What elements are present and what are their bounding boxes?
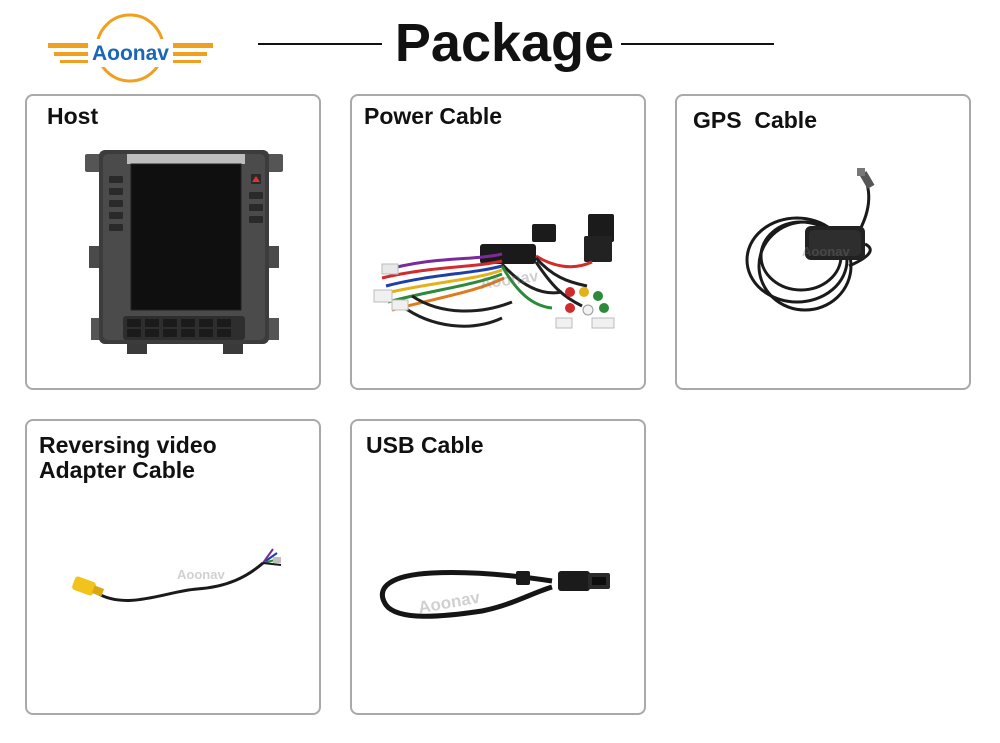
title-rule-left <box>258 43 382 45</box>
item-label: Host <box>47 103 99 129</box>
page-header: Package <box>258 4 774 82</box>
item-label: Power Cable <box>364 103 503 129</box>
power-cable-harness-image <box>373 214 615 329</box>
item-label: Reversing video Adapter Cable <box>39 432 217 483</box>
reversing-video-cable-image <box>72 548 282 602</box>
watermark-text: Aoonav <box>177 567 225 582</box>
item-label: USB Cable <box>366 432 484 458</box>
package-item-gps-cable: GPS Cable Aoonav <box>675 94 971 390</box>
brand-logo: Aoonav <box>48 8 213 88</box>
watermark-text: Aoonav <box>802 244 850 259</box>
package-item-power-cable: Power Cable <box>350 94 646 390</box>
gps-antenna-cable-image <box>745 168 875 312</box>
title-rule-right <box>621 43 774 45</box>
item-label: GPS Cable <box>693 107 817 133</box>
package-item-usb-cable: USB Cable Aoonav <box>350 419 646 715</box>
logo-emblem-icon <box>48 13 213 83</box>
usb-cable-image <box>379 569 610 619</box>
package-item-host: Host <box>25 94 321 390</box>
page-title: Package <box>394 13 615 73</box>
logo-text: Aoonav <box>91 42 169 65</box>
head-unit-image <box>85 150 283 354</box>
package-item-reversing-video-cable: Reversing video Adapter Cable Aoonav <box>25 419 321 715</box>
